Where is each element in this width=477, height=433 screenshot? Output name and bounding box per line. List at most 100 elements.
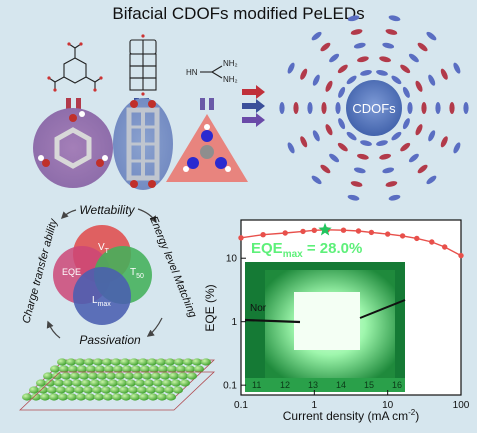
eqe-point xyxy=(282,230,288,236)
eqe-point xyxy=(414,235,420,242)
cdof-arm xyxy=(407,102,469,114)
perovskite-grain xyxy=(128,386,138,394)
perovskite-grain xyxy=(147,358,157,366)
perovskite-grain xyxy=(84,358,94,366)
cdof-arm-unit xyxy=(329,53,340,63)
perovskite-grain xyxy=(56,386,66,394)
perovskite-grain xyxy=(70,372,80,380)
perovskite-grain xyxy=(106,372,116,380)
perovskite-grain xyxy=(131,365,141,373)
cdof-arm-unit xyxy=(440,68,448,80)
figure-title: Bifacial CDOFs modified PeLEDs xyxy=(112,4,365,23)
cdof-arm-unit xyxy=(337,142,348,152)
cdof-arm-unit xyxy=(376,70,388,76)
cdof-hub xyxy=(346,80,402,136)
cdof-arm-unit xyxy=(287,142,295,154)
cdof-hub-label: CDOFs xyxy=(352,101,396,116)
perovskite-grain xyxy=(75,358,85,366)
cdof-arm-unit xyxy=(407,102,413,114)
perovskite-grain xyxy=(76,393,86,401)
perovskite-grain xyxy=(135,379,145,387)
perovskite-grain xyxy=(63,379,73,387)
cdof-arm-unit xyxy=(335,102,341,114)
perovskite-grain xyxy=(185,365,195,373)
perovskite-grain xyxy=(54,379,64,387)
perovskite-grain xyxy=(57,358,67,366)
perovskite-grain xyxy=(66,358,76,366)
perovskite-grain xyxy=(146,386,156,394)
perovskite-grain xyxy=(99,379,109,387)
perovskite-grain xyxy=(176,365,186,373)
eqe-point xyxy=(311,227,317,233)
perylene-dianhydride-structure xyxy=(129,34,157,96)
perovskite-grain xyxy=(153,379,163,387)
cdof-arm-unit xyxy=(287,62,295,74)
cdof-arm xyxy=(311,131,357,185)
cdof-arm xyxy=(402,62,461,98)
cdof-arm xyxy=(376,15,401,76)
perovskite-grain xyxy=(72,379,82,387)
perovskite-grain xyxy=(120,358,130,366)
perovskite-grain xyxy=(155,386,165,394)
cdof-arm-unit xyxy=(312,130,320,142)
ruler-label: 16 xyxy=(392,380,402,390)
cdof-arm-unit xyxy=(379,153,391,160)
cdof-arm-unit xyxy=(300,136,308,148)
perovskite-grain xyxy=(86,365,96,373)
perovskite-grain xyxy=(187,372,197,380)
perovskite-grain xyxy=(129,358,139,366)
x-tick-label: 10 xyxy=(382,400,394,411)
perovskite-grain xyxy=(115,372,125,380)
cdof-arm-unit xyxy=(391,75,402,85)
cdof-arms xyxy=(279,15,469,201)
perovskite-grain xyxy=(50,365,60,373)
molecule-3-bars xyxy=(200,98,214,110)
eqe-point xyxy=(238,235,244,241)
cdof-arm-unit xyxy=(415,80,423,92)
cdof-arm-unit xyxy=(320,164,331,174)
perovskite-grain xyxy=(194,365,204,373)
perovskite-grain xyxy=(104,365,114,373)
cdof-arm-unit xyxy=(360,140,372,146)
cdof-arm-unit xyxy=(402,118,410,130)
cdof-arm-unit xyxy=(385,181,398,187)
perovskite-grain xyxy=(81,379,91,387)
cdof-arm-unit xyxy=(421,102,427,114)
cdof-arm xyxy=(347,140,372,201)
cdof-arm-unit xyxy=(417,42,428,52)
perovskite-grain xyxy=(151,372,161,380)
perovskite-grain xyxy=(88,372,98,380)
cdof-arm xyxy=(311,31,357,85)
perovskite-grain xyxy=(22,393,32,401)
y-tick-label: 10 xyxy=(226,254,238,265)
perovskite-grain xyxy=(124,372,134,380)
perovskite-grain xyxy=(122,365,132,373)
perovskite-grain xyxy=(139,393,149,401)
perovskite-grain xyxy=(130,393,140,401)
cdof-arm-unit xyxy=(347,194,360,201)
cdof-arm-unit xyxy=(350,29,363,35)
eqe-point xyxy=(442,244,448,250)
perovskite-grain xyxy=(138,358,148,366)
cdof-arm-unit xyxy=(329,153,340,163)
perovskite-grain xyxy=(180,379,190,387)
cdof-arm-unit xyxy=(463,102,469,114)
x-tick-label: 0.1 xyxy=(234,400,248,411)
perovskite-grain xyxy=(45,379,55,387)
ruler-label: 12 xyxy=(280,380,290,390)
perovskite-grain xyxy=(173,386,183,394)
perovskite-grain xyxy=(47,386,57,394)
perovskite-grain xyxy=(97,372,107,380)
venn-label-vt: VT xyxy=(98,242,110,255)
cdof-arm-unit xyxy=(357,153,369,160)
cdof-arm-unit xyxy=(385,29,398,35)
cdof-arm-unit xyxy=(388,194,401,201)
guanidine-model xyxy=(166,114,248,182)
trimesic-acid-structure xyxy=(47,42,103,92)
molecule-1-bars xyxy=(66,98,81,110)
